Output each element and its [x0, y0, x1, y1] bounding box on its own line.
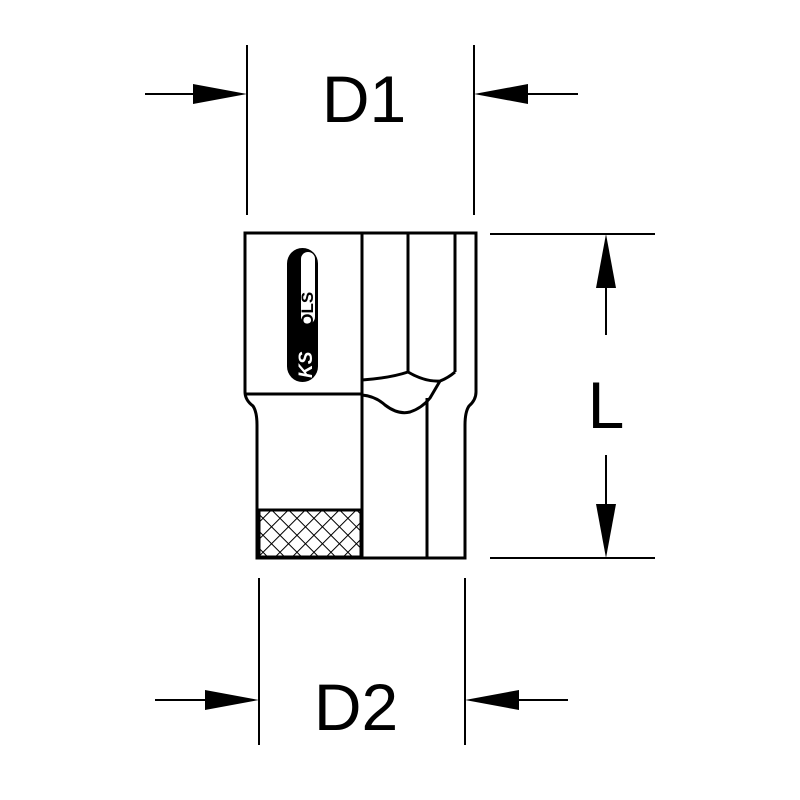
- d2-arrow-left-icon: [205, 690, 259, 710]
- logo-text-tools: TOOLS: [298, 292, 317, 350]
- knurled-ring: [257, 508, 363, 559]
- d1-dimension: D1: [145, 45, 578, 215]
- socket-body: [243, 231, 478, 560]
- hex-chamfer-lower: [361, 380, 442, 415]
- hex-chamfer-upper: [361, 370, 456, 383]
- d1-label: D1: [322, 62, 406, 136]
- ks-tools-logo: KS TOOLS: [287, 248, 318, 382]
- logo-text-ks: KS: [296, 351, 317, 378]
- l-dimension: L: [490, 233, 655, 559]
- d1-arrow-left-icon: [193, 84, 247, 104]
- d2-label: D2: [314, 670, 398, 744]
- d2-arrow-right-icon: [465, 690, 519, 710]
- l-label: L: [588, 368, 625, 442]
- socket-outline: [243, 231, 478, 560]
- l-arrow-top-icon: [596, 234, 616, 288]
- l-arrow-bottom-icon: [596, 504, 616, 558]
- logo-white-band: [301, 252, 315, 324]
- d1-arrow-right-icon: [474, 84, 528, 104]
- d2-dimension: D2: [155, 578, 568, 745]
